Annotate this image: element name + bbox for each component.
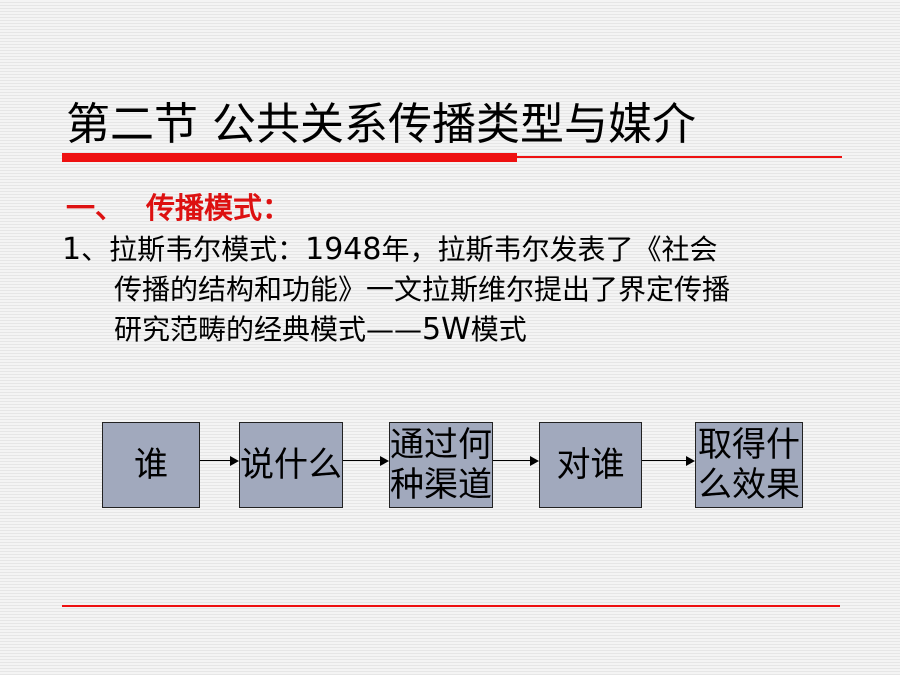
flow-box-who: 谁 xyxy=(102,422,200,508)
flow-box-to-whom: 对谁 xyxy=(539,422,642,508)
paragraph-line-1-text: 、拉斯韦尔模式： xyxy=(81,233,306,266)
flow-box-channel-line-1: 通过何 xyxy=(390,425,492,465)
flow-arrow-1 xyxy=(200,455,239,467)
title-underline-thick xyxy=(62,153,517,162)
flow-box-who-line-1: 谁 xyxy=(134,445,168,485)
section-number: 一、 xyxy=(66,191,125,225)
paragraph-line-3-end: 模式 xyxy=(470,313,527,346)
section-heading: 一、传播模式： xyxy=(66,188,291,228)
paragraph-line-1: 1、拉斯韦尔模式：1948年，拉斯韦尔发表了《社会 xyxy=(62,232,718,267)
flow-box-to-whom-line-1: 对谁 xyxy=(556,445,625,485)
paragraph-line-3: 研究范畴的经典模式——5W模式 xyxy=(62,310,862,350)
flow-box-channel-line-2: 种渠道 xyxy=(390,465,492,505)
paragraph-number: 1 xyxy=(62,232,82,267)
bottom-divider xyxy=(62,605,840,607)
flow-arrow-2 xyxy=(343,455,389,467)
body-paragraph: 1、拉斯韦尔模式：1948年，拉斯韦尔发表了《社会 传播的结构和功能》一文拉斯维… xyxy=(62,230,862,350)
title-underline-thin xyxy=(517,156,842,158)
title-underline xyxy=(62,153,842,162)
flow-box-effect-line-1: 取得什 xyxy=(698,425,800,465)
paragraph-line-3-start: 研究范畴的经典模式—— xyxy=(114,313,423,346)
flow-box-says-what-line-1: 说什么 xyxy=(240,445,342,485)
paragraph-line-2: 传播的结构和功能》一文拉斯维尔提出了界定传播 xyxy=(114,273,731,306)
flow-box-says-what: 说什么 xyxy=(239,422,343,508)
slide-title: 第二节 公共关系传播类型与媒介 xyxy=(66,99,696,150)
section-heading-text: 传播模式： xyxy=(146,191,292,225)
paragraph-line-1-end: 年，拉斯韦尔发表了《社会 xyxy=(381,233,718,266)
flow-arrow-4 xyxy=(642,455,695,467)
flow-box-channel: 通过何 种渠道 xyxy=(389,422,493,508)
paragraph-5w: 5W xyxy=(422,312,471,347)
paragraph-year: 1948 xyxy=(305,232,382,267)
flow-arrow-3 xyxy=(493,455,539,467)
flow-box-effect: 取得什 么效果 xyxy=(695,422,803,508)
flow-box-effect-line-2: 么效果 xyxy=(698,465,800,505)
